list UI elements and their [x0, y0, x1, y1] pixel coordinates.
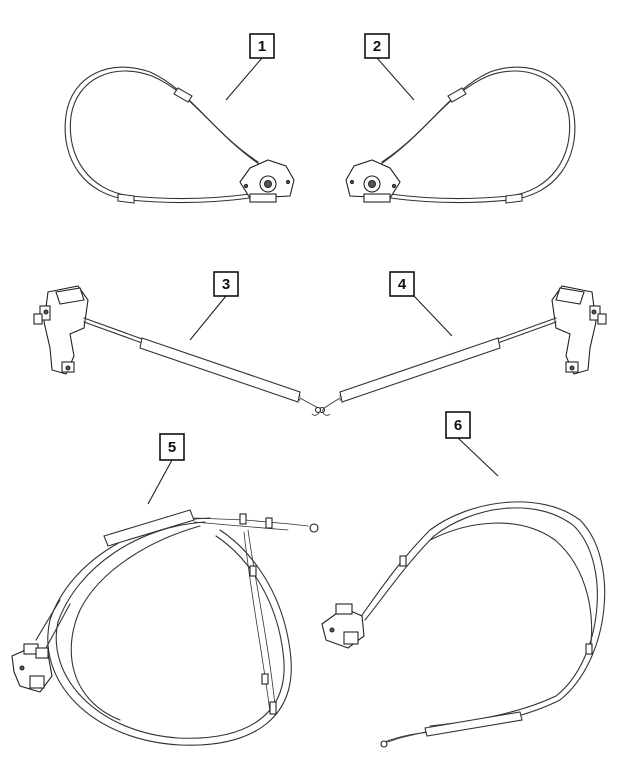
part-5-cable-harness	[11, 509, 319, 746]
leader-5	[147, 459, 173, 505]
callout-6: 6	[445, 411, 471, 439]
callout-1-label: 1	[258, 38, 266, 55]
callout-4-label: 4	[398, 276, 407, 293]
part-1-cable-assembly	[64, 66, 295, 204]
callout-5-label: 5	[168, 439, 176, 456]
callout-2: 2	[364, 33, 390, 59]
leader-6	[457, 437, 499, 477]
callout-1: 1	[249, 33, 275, 59]
leader-1	[225, 57, 263, 101]
part-2-cable-assembly	[345, 66, 576, 204]
leader-2	[376, 57, 415, 101]
callout-3-label: 3	[222, 276, 230, 293]
part-4-latch-cable	[314, 285, 607, 416]
leader-4	[413, 295, 453, 337]
callout-2-label: 2	[373, 38, 381, 55]
leader-3	[189, 295, 227, 341]
callout-3: 3	[213, 271, 239, 297]
callout-6-label: 6	[454, 417, 462, 434]
callout-5: 5	[159, 433, 185, 461]
part-3-latch-cable	[33, 285, 326, 416]
callout-4: 4	[389, 271, 415, 297]
part-6-cable-assembly	[321, 501, 606, 748]
